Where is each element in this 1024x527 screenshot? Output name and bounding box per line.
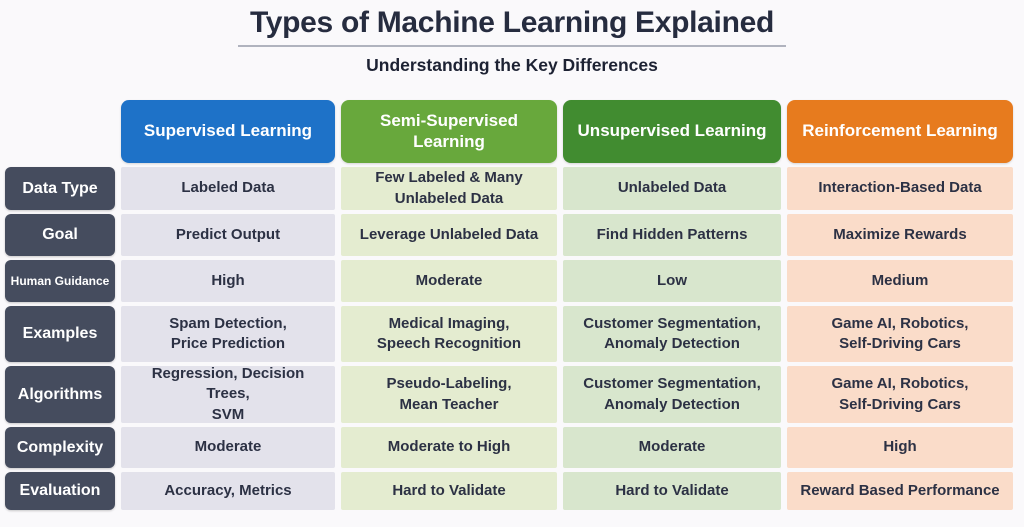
column-header-reinforcement: Reinforcement Learning [787,100,1013,163]
cell-evaluation-supervised: Accuracy, Metrics [121,472,335,510]
cell-data-type-semi-supervised: Few Labeled & Many Unlabeled Data [341,167,557,210]
cell-evaluation-reinforcement: Reward Based Performance [787,472,1013,510]
cell-goal-unsupervised: Find Hidden Patterns [563,214,781,256]
cell-algorithms-supervised: Regression, Decision Trees, SVM [121,365,335,423]
cell-algorithms-semi-supervised: Pseudo-Labeling, Mean Teacher [341,366,557,423]
cell-human-guidance-reinforcement: Medium [787,260,1013,302]
cell-complexity-unsupervised: Moderate [563,427,781,468]
cell-goal-reinforcement: Maximize Rewards [787,214,1013,256]
cell-human-guidance-supervised: High [121,260,335,302]
cell-evaluation-semi-supervised: Hard to Validate [341,472,557,510]
cell-examples-unsupervised: Customer Segmentation, Anomaly Detection [563,306,781,362]
cell-algorithms-reinforcement: Game AI, Robotics, Self-Driving Cars [787,366,1013,423]
column-header-supervised: Supervised Learning [121,100,335,163]
row-header-goal: Goal [5,214,115,256]
cell-algorithms-unsupervised: Customer Segmentation, Anomaly Detection [563,366,781,423]
comparison-table: Supervised Learning Semi-Supervised Lear… [5,100,1013,510]
cell-complexity-reinforcement: High [787,427,1013,468]
page-title: Types of Machine Learning Explained [249,6,775,39]
row-header-examples: Examples [5,306,115,362]
page-subtitle: Understanding the Key Differences [366,54,658,75]
cell-data-type-reinforcement: Interaction-Based Data [787,167,1013,210]
row-header-data-type: Data Type [5,167,115,210]
cell-goal-supervised: Predict Output [121,214,335,256]
cell-human-guidance-unsupervised: Low [563,260,781,302]
cell-examples-reinforcement: Game AI, Robotics, Self-Driving Cars [787,306,1013,362]
cell-data-type-unsupervised: Unlabeled Data [563,167,781,210]
corner-spacer [5,100,115,163]
title-underline [238,44,786,47]
row-header-algorithms: Algorithms [5,366,115,423]
header: Types of Machine Learning Explained Unde… [0,0,1024,76]
cell-human-guidance-semi-supervised: Moderate [341,260,557,302]
row-header-human-guidance: Human Guidance [5,260,115,302]
column-header-semi-supervised: Semi-Supervised Learning [341,100,557,163]
cell-goal-semi-supervised: Leverage Unlabeled Data [341,214,557,256]
cell-data-type-supervised: Labeled Data [121,167,335,210]
cell-examples-semi-supervised: Medical Imaging, Speech Recognition [341,306,557,362]
row-header-evaluation: Evaluation [5,472,115,510]
cell-complexity-semi-supervised: Moderate to High [341,427,557,468]
column-header-unsupervised: Unsupervised Learning [563,100,781,163]
row-header-complexity: Complexity [5,427,115,468]
cell-complexity-supervised: Moderate [121,427,335,468]
cell-evaluation-unsupervised: Hard to Validate [563,472,781,510]
cell-examples-supervised: Spam Detection, Price Prediction [121,306,335,362]
